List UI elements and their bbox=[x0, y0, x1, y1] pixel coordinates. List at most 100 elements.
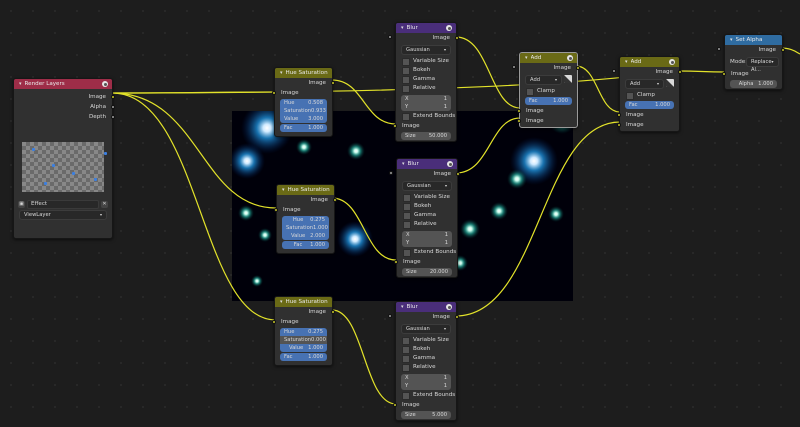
input-socket[interactable] bbox=[274, 208, 278, 212]
node-header[interactable]: ▾ Hue Saturation Value bbox=[277, 185, 334, 195]
render-icon[interactable] bbox=[669, 59, 675, 65]
clamp-checkbox[interactable]: Clamp bbox=[620, 91, 679, 100]
input-socket[interactable] bbox=[272, 91, 276, 95]
collapse-arrow-icon[interactable]: ▾ bbox=[19, 81, 22, 87]
clamp-checkbox[interactable]: Clamp bbox=[520, 87, 577, 96]
use-alpha-icon[interactable] bbox=[666, 79, 674, 87]
extend-bounds-checkbox[interactable]: Extend Bounds bbox=[396, 112, 456, 121]
collapse-arrow-icon[interactable]: ▾ bbox=[282, 187, 285, 193]
collapse-arrow-icon[interactable]: ▾ bbox=[402, 161, 405, 167]
filter-type-dropdown[interactable]: Gaussian▾ bbox=[401, 324, 451, 334]
filter-type-dropdown[interactable]: Gaussian▾ bbox=[401, 45, 451, 55]
render-layers-node[interactable]: ▾ Render Layers Image Alpha Depth ▣ Effe… bbox=[13, 78, 115, 239]
input-socket[interactable] bbox=[517, 119, 521, 123]
input-socket[interactable] bbox=[617, 113, 621, 117]
input-socket[interactable] bbox=[612, 69, 616, 73]
input-socket[interactable] bbox=[394, 260, 398, 264]
node-header[interactable]: ▾ Set Alpha bbox=[725, 35, 782, 45]
extend-bounds-checkbox[interactable]: Extend Bounds bbox=[396, 391, 456, 400]
blur-node-1[interactable]: ▾ Blur Image Gaussian▾ Variable Size Bok… bbox=[388, 22, 459, 142]
render-icon[interactable] bbox=[447, 161, 453, 167]
scene-selector[interactable]: ▣ Effect ✕ bbox=[18, 199, 108, 209]
hue-saturation-value-node-1[interactable]: ▾ Hue Saturation Value Image Image Hue0.… bbox=[272, 67, 335, 137]
node-header[interactable]: ▾ Blur bbox=[396, 23, 456, 33]
collapse-arrow-icon[interactable]: ▾ bbox=[280, 299, 283, 305]
node-header[interactable]: ▾ Blur bbox=[396, 302, 456, 312]
input-socket[interactable] bbox=[393, 124, 397, 128]
blend-mode-dropdown[interactable]: Add▾ bbox=[525, 75, 562, 85]
input-socket[interactable] bbox=[388, 314, 392, 318]
input-socket[interactable] bbox=[517, 109, 521, 113]
output-socket[interactable] bbox=[455, 315, 459, 319]
bokeh-checkbox[interactable]: Bokeh bbox=[397, 202, 457, 211]
output-socket[interactable] bbox=[455, 36, 459, 40]
output-socket[interactable] bbox=[331, 81, 335, 85]
mode-dropdown[interactable]: Replace Al...▾ bbox=[746, 57, 779, 73]
variable-size-checkbox[interactable]: Variable Size bbox=[396, 57, 456, 66]
collapse-arrow-icon[interactable]: ▾ bbox=[625, 59, 628, 65]
input-socket[interactable] bbox=[617, 123, 621, 127]
output-socket[interactable] bbox=[576, 66, 580, 70]
input-socket[interactable] bbox=[272, 320, 276, 324]
output-socket[interactable] bbox=[111, 115, 115, 119]
output-socket[interactable] bbox=[111, 105, 115, 109]
render-icon[interactable] bbox=[446, 304, 452, 310]
output-socket[interactable] bbox=[333, 198, 337, 202]
relative-checkbox[interactable]: Relative bbox=[396, 363, 456, 372]
input-socket[interactable] bbox=[388, 35, 392, 39]
input-socket[interactable] bbox=[717, 47, 721, 51]
variable-size-checkbox[interactable]: Variable Size bbox=[396, 336, 456, 345]
render-icon[interactable] bbox=[102, 81, 108, 87]
bokeh-checkbox[interactable]: Bokeh bbox=[396, 66, 456, 75]
use-alpha-icon[interactable] bbox=[564, 75, 572, 83]
relative-checkbox[interactable]: Relative bbox=[397, 220, 457, 229]
filter-type-dropdown[interactable]: Gaussian▾ bbox=[402, 181, 452, 191]
relative-checkbox[interactable]: Relative bbox=[396, 84, 456, 93]
node-header[interactable]: ▾ Hue Saturation Value bbox=[275, 68, 332, 78]
bokeh-checkbox[interactable]: Bokeh bbox=[396, 345, 456, 354]
set-alpha-node[interactable]: ▾ Set Alpha Image Mode: Replace Al...▾ I… bbox=[717, 34, 785, 90]
render-icon[interactable] bbox=[567, 55, 573, 61]
input-socket[interactable] bbox=[393, 403, 397, 407]
close-icon[interactable]: ✕ bbox=[101, 200, 108, 208]
output-socket[interactable] bbox=[456, 172, 460, 176]
node-header[interactable]: ▾ Add bbox=[620, 57, 679, 67]
output-socket[interactable] bbox=[331, 310, 335, 314]
render-icon[interactable] bbox=[446, 25, 452, 31]
extend-bounds-checkbox[interactable]: Extend Bounds bbox=[397, 248, 457, 257]
hue-saturation-value-node-2[interactable]: ▾ Hue Saturation Value Image Image Hue0.… bbox=[274, 184, 337, 254]
input-socket[interactable] bbox=[389, 171, 393, 175]
node-header[interactable]: ▾ Add bbox=[520, 53, 577, 63]
input-socket[interactable] bbox=[722, 72, 726, 76]
scene-name-field[interactable]: Effect bbox=[27, 199, 99, 209]
variable-size-checkbox[interactable]: Variable Size bbox=[397, 193, 457, 202]
blend-mode-dropdown[interactable]: Add▾ bbox=[625, 79, 664, 89]
node-header[interactable]: ▾ Hue Saturation Value bbox=[275, 297, 332, 307]
gamma-checkbox[interactable]: Gamma bbox=[396, 354, 456, 363]
output-socket[interactable] bbox=[781, 48, 785, 52]
collapse-arrow-icon[interactable]: ▾ bbox=[401, 304, 404, 310]
